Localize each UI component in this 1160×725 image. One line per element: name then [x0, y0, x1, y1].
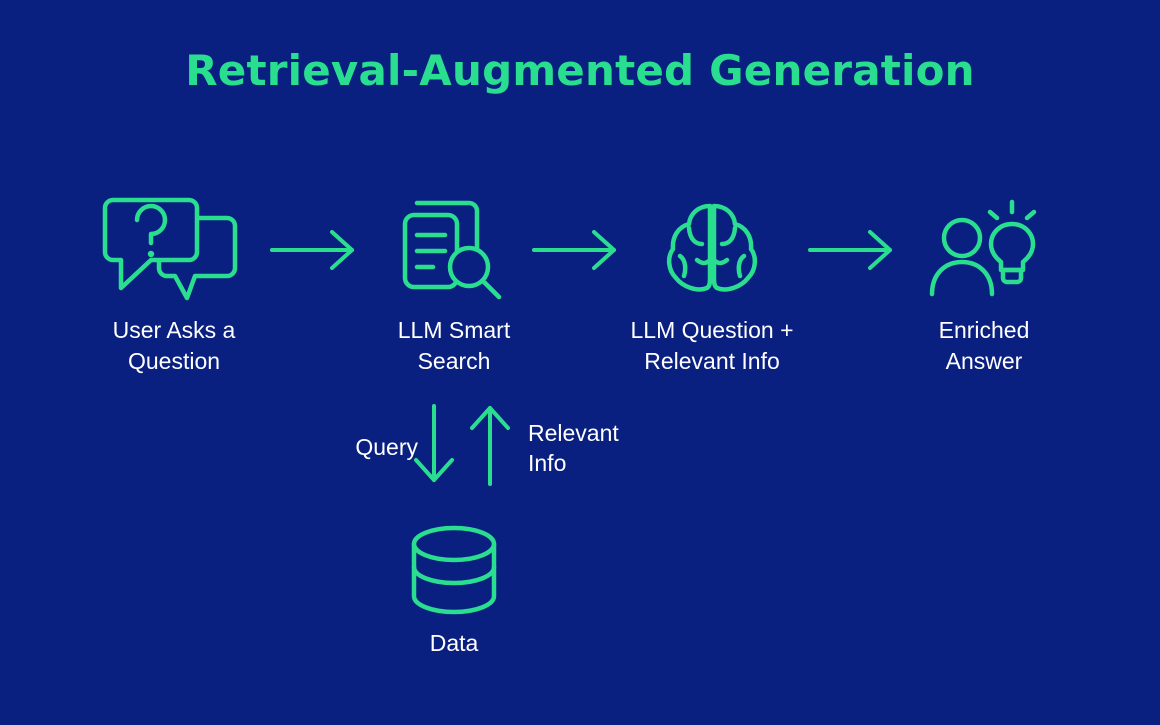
- stage-caption: User Asks a Question: [112, 317, 236, 374]
- arrow-right-icon-2: [530, 228, 622, 272]
- stage-llm-context: LLM Question + Relevant Info: [612, 193, 812, 377]
- speech-bubbles-question-icon: [74, 193, 274, 303]
- brain-icon: [612, 193, 812, 303]
- arrow-right-icon-1: [268, 228, 360, 272]
- arrow-down-icon: [410, 402, 458, 488]
- database-cylinder-icon: [354, 520, 554, 620]
- stage-caption: Enriched Answer: [938, 317, 1030, 374]
- stage-caption: LLM Question + Relevant Info: [630, 317, 794, 374]
- query-label: Query: [355, 434, 418, 460]
- arrow-up-icon: [466, 402, 514, 488]
- datastore-group: Data: [354, 520, 554, 658]
- person-lightbulb-icon: [884, 193, 1084, 303]
- document-search-icon: [354, 193, 554, 303]
- stage-user-question: User Asks a Question: [74, 193, 274, 377]
- page-title: Retrieval-Augmented Generation: [185, 46, 975, 95]
- stage-caption: LLM Smart Search: [397, 317, 511, 374]
- stage-smart-search: LLM Smart Search: [354, 193, 554, 377]
- relevant-info-label: Relevant Info: [528, 420, 619, 476]
- arrow-right-icon-3: [806, 228, 898, 272]
- datastore-caption: Data: [429, 630, 479, 656]
- stage-enriched-answer: Enriched Answer: [884, 193, 1084, 377]
